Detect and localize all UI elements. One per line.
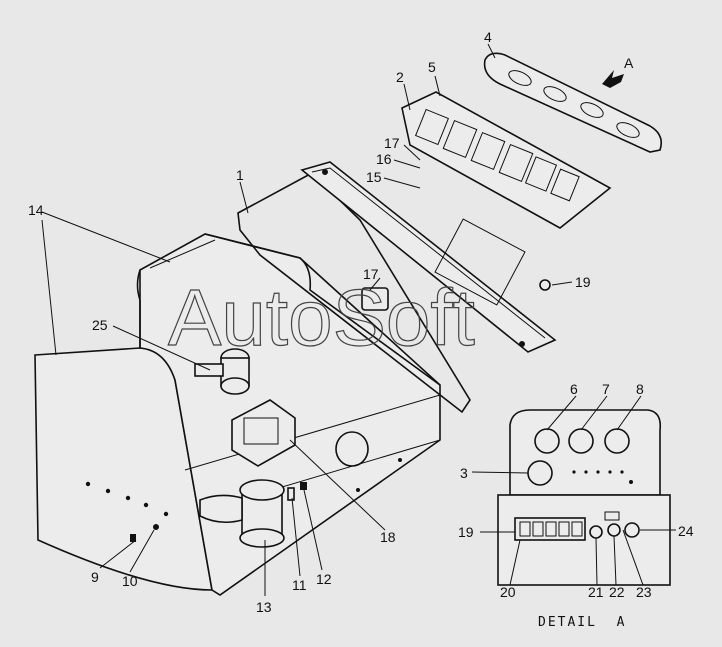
top-plate bbox=[483, 52, 663, 153]
detail-caption: DETAIL A bbox=[538, 615, 626, 630]
watermark: AutoSoft bbox=[168, 273, 475, 362]
callout-5: 5 bbox=[428, 59, 436, 75]
callout-22: 22 bbox=[609, 584, 625, 600]
callout-3: 3 bbox=[460, 465, 468, 481]
leader-lines bbox=[41, 43, 676, 596]
component-19 bbox=[539, 279, 551, 291]
gauge-panel bbox=[401, 91, 612, 229]
back-plate bbox=[300, 161, 557, 353]
component-11 bbox=[287, 487, 295, 501]
component-12 bbox=[300, 482, 307, 490]
component-17 bbox=[361, 287, 389, 311]
callout-19-lower: 19 bbox=[458, 524, 474, 540]
callout-20: 20 bbox=[500, 584, 516, 600]
view-arrow bbox=[602, 70, 624, 88]
view-marker: A bbox=[624, 55, 634, 71]
callout-15: 15 bbox=[366, 169, 382, 185]
callout-8: 8 bbox=[636, 381, 644, 397]
callout-10: 10 bbox=[122, 573, 138, 589]
component-13 bbox=[199, 479, 285, 548]
callout-9: 9 bbox=[91, 569, 99, 585]
callout-1: 1 bbox=[236, 167, 244, 183]
callout-11: 11 bbox=[292, 577, 307, 593]
component-25 bbox=[194, 348, 250, 395]
callout-12: 12 bbox=[316, 571, 332, 587]
callout-16: 16 bbox=[376, 151, 392, 167]
callout-14: 14 bbox=[28, 202, 44, 218]
detail-a bbox=[497, 409, 671, 586]
callout-4: 4 bbox=[484, 29, 492, 45]
callout-19-upper: 19 bbox=[575, 274, 591, 290]
callout-13: 13 bbox=[256, 599, 272, 615]
callout-17-mid: 17 bbox=[363, 266, 379, 282]
callout-25: 25 bbox=[92, 317, 108, 333]
callout-17-top: 17 bbox=[384, 135, 400, 151]
callout-7: 7 bbox=[602, 381, 610, 397]
callout-21: 21 bbox=[588, 584, 604, 600]
callout-2: 2 bbox=[396, 69, 404, 85]
callout-18: 18 bbox=[380, 529, 396, 545]
callout-23: 23 bbox=[636, 584, 652, 600]
callout-labels: 1 2 3 4 5 6 7 8 9 10 11 12 13 14 15 16 1… bbox=[28, 29, 694, 615]
callout-6: 6 bbox=[570, 381, 578, 397]
callout-24: 24 bbox=[678, 523, 694, 539]
